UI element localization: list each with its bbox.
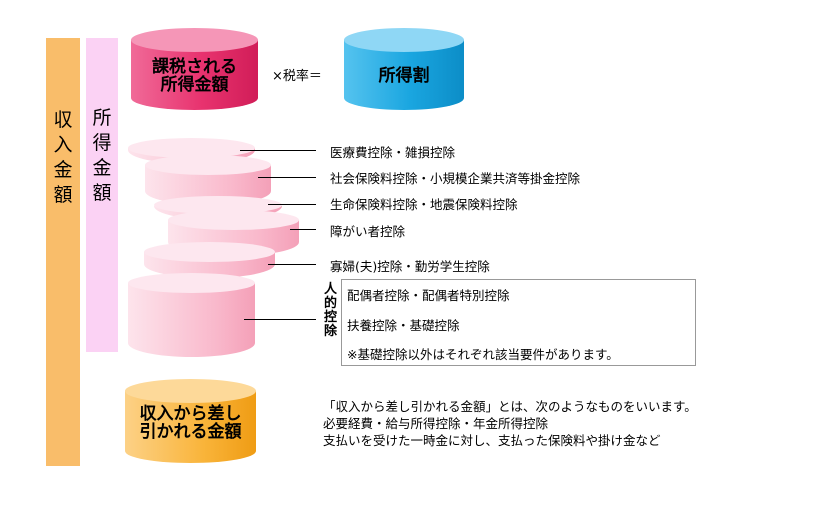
- subtract-description: 「収入から差し引かれる金額」とは、次のようなものをいいます。 必要経費・給与所得…: [323, 398, 697, 449]
- income-split-cylinder: 所得割: [344, 28, 464, 110]
- personal-deduction-box: [341, 279, 696, 366]
- shotoku-char: 所: [92, 107, 112, 129]
- taxable-income-cylinder: 課税される 所得金額: [131, 28, 258, 110]
- subtract-line-1: 収入から差し: [139, 404, 242, 424]
- personal-char: 的: [324, 296, 338, 311]
- leader-line: [240, 150, 316, 151]
- personal-char: 人: [324, 282, 338, 297]
- subtract-cylinder: 収入から差し 引かれる金額: [125, 379, 256, 463]
- income-char: 収: [53, 109, 73, 131]
- subtract-desc-3: 支払いを受けた一時金に対し、支払った保険料や掛け金など: [323, 433, 661, 448]
- personal-char: 控: [324, 310, 338, 325]
- subtract-desc-1: 「収入から差し引かれる金額」とは、次のようなものをいいます。: [323, 399, 697, 414]
- personal-char: 除: [324, 324, 338, 339]
- income-bar: 収 入 金 額: [46, 38, 80, 466]
- leader-line: [268, 204, 316, 205]
- leader-line: [290, 229, 316, 230]
- shotoku-char: 金: [92, 157, 112, 180]
- income-split-label: 所得割: [378, 66, 430, 86]
- tax-rate-operator: ×税率＝: [272, 69, 322, 84]
- personal-item-dependent: 扶養控除・基礎控除: [347, 318, 460, 333]
- deduction-label-social: 社会保険料控除・小規模企業共済等掛金控除: [330, 171, 581, 186]
- income-char: 入: [53, 134, 73, 157]
- deduction-label-life: 生命保険料控除・地震保険料控除: [330, 197, 518, 212]
- taxable-line-1: 課税される: [152, 57, 237, 77]
- income-char: 額: [53, 184, 73, 207]
- shotoku-char: 得: [92, 132, 112, 155]
- shotoku-char: 額: [92, 182, 112, 205]
- income-char: 金: [53, 159, 73, 182]
- subtract-line-2: 引かれる金額: [139, 422, 242, 442]
- deduction-disc-personal: [128, 273, 255, 357]
- leader-line: [268, 264, 316, 265]
- taxable-line-2: 所得金額: [160, 75, 229, 95]
- deduction-label-widow: 寡婦(夫)控除・勤労学生控除: [330, 259, 490, 274]
- deduction-label-disability: 障がい者控除: [330, 224, 406, 239]
- personal-item-spouse: 配偶者控除・配偶者特別控除: [347, 288, 510, 303]
- deduction-label-medical: 医療費控除・雑損控除: [330, 145, 456, 160]
- subtract-desc-2: 必要経費・給与所得控除・年金所得控除: [323, 416, 549, 431]
- personal-note: ※基礎控除以外はそれぞれ該当要件があります。: [347, 347, 619, 362]
- leader-line: [244, 319, 316, 320]
- income-amount-bar: 所 得 金 額: [86, 38, 118, 352]
- leader-line: [258, 177, 316, 178]
- personal-deduction-title: 人 的 控 除: [324, 283, 340, 339]
